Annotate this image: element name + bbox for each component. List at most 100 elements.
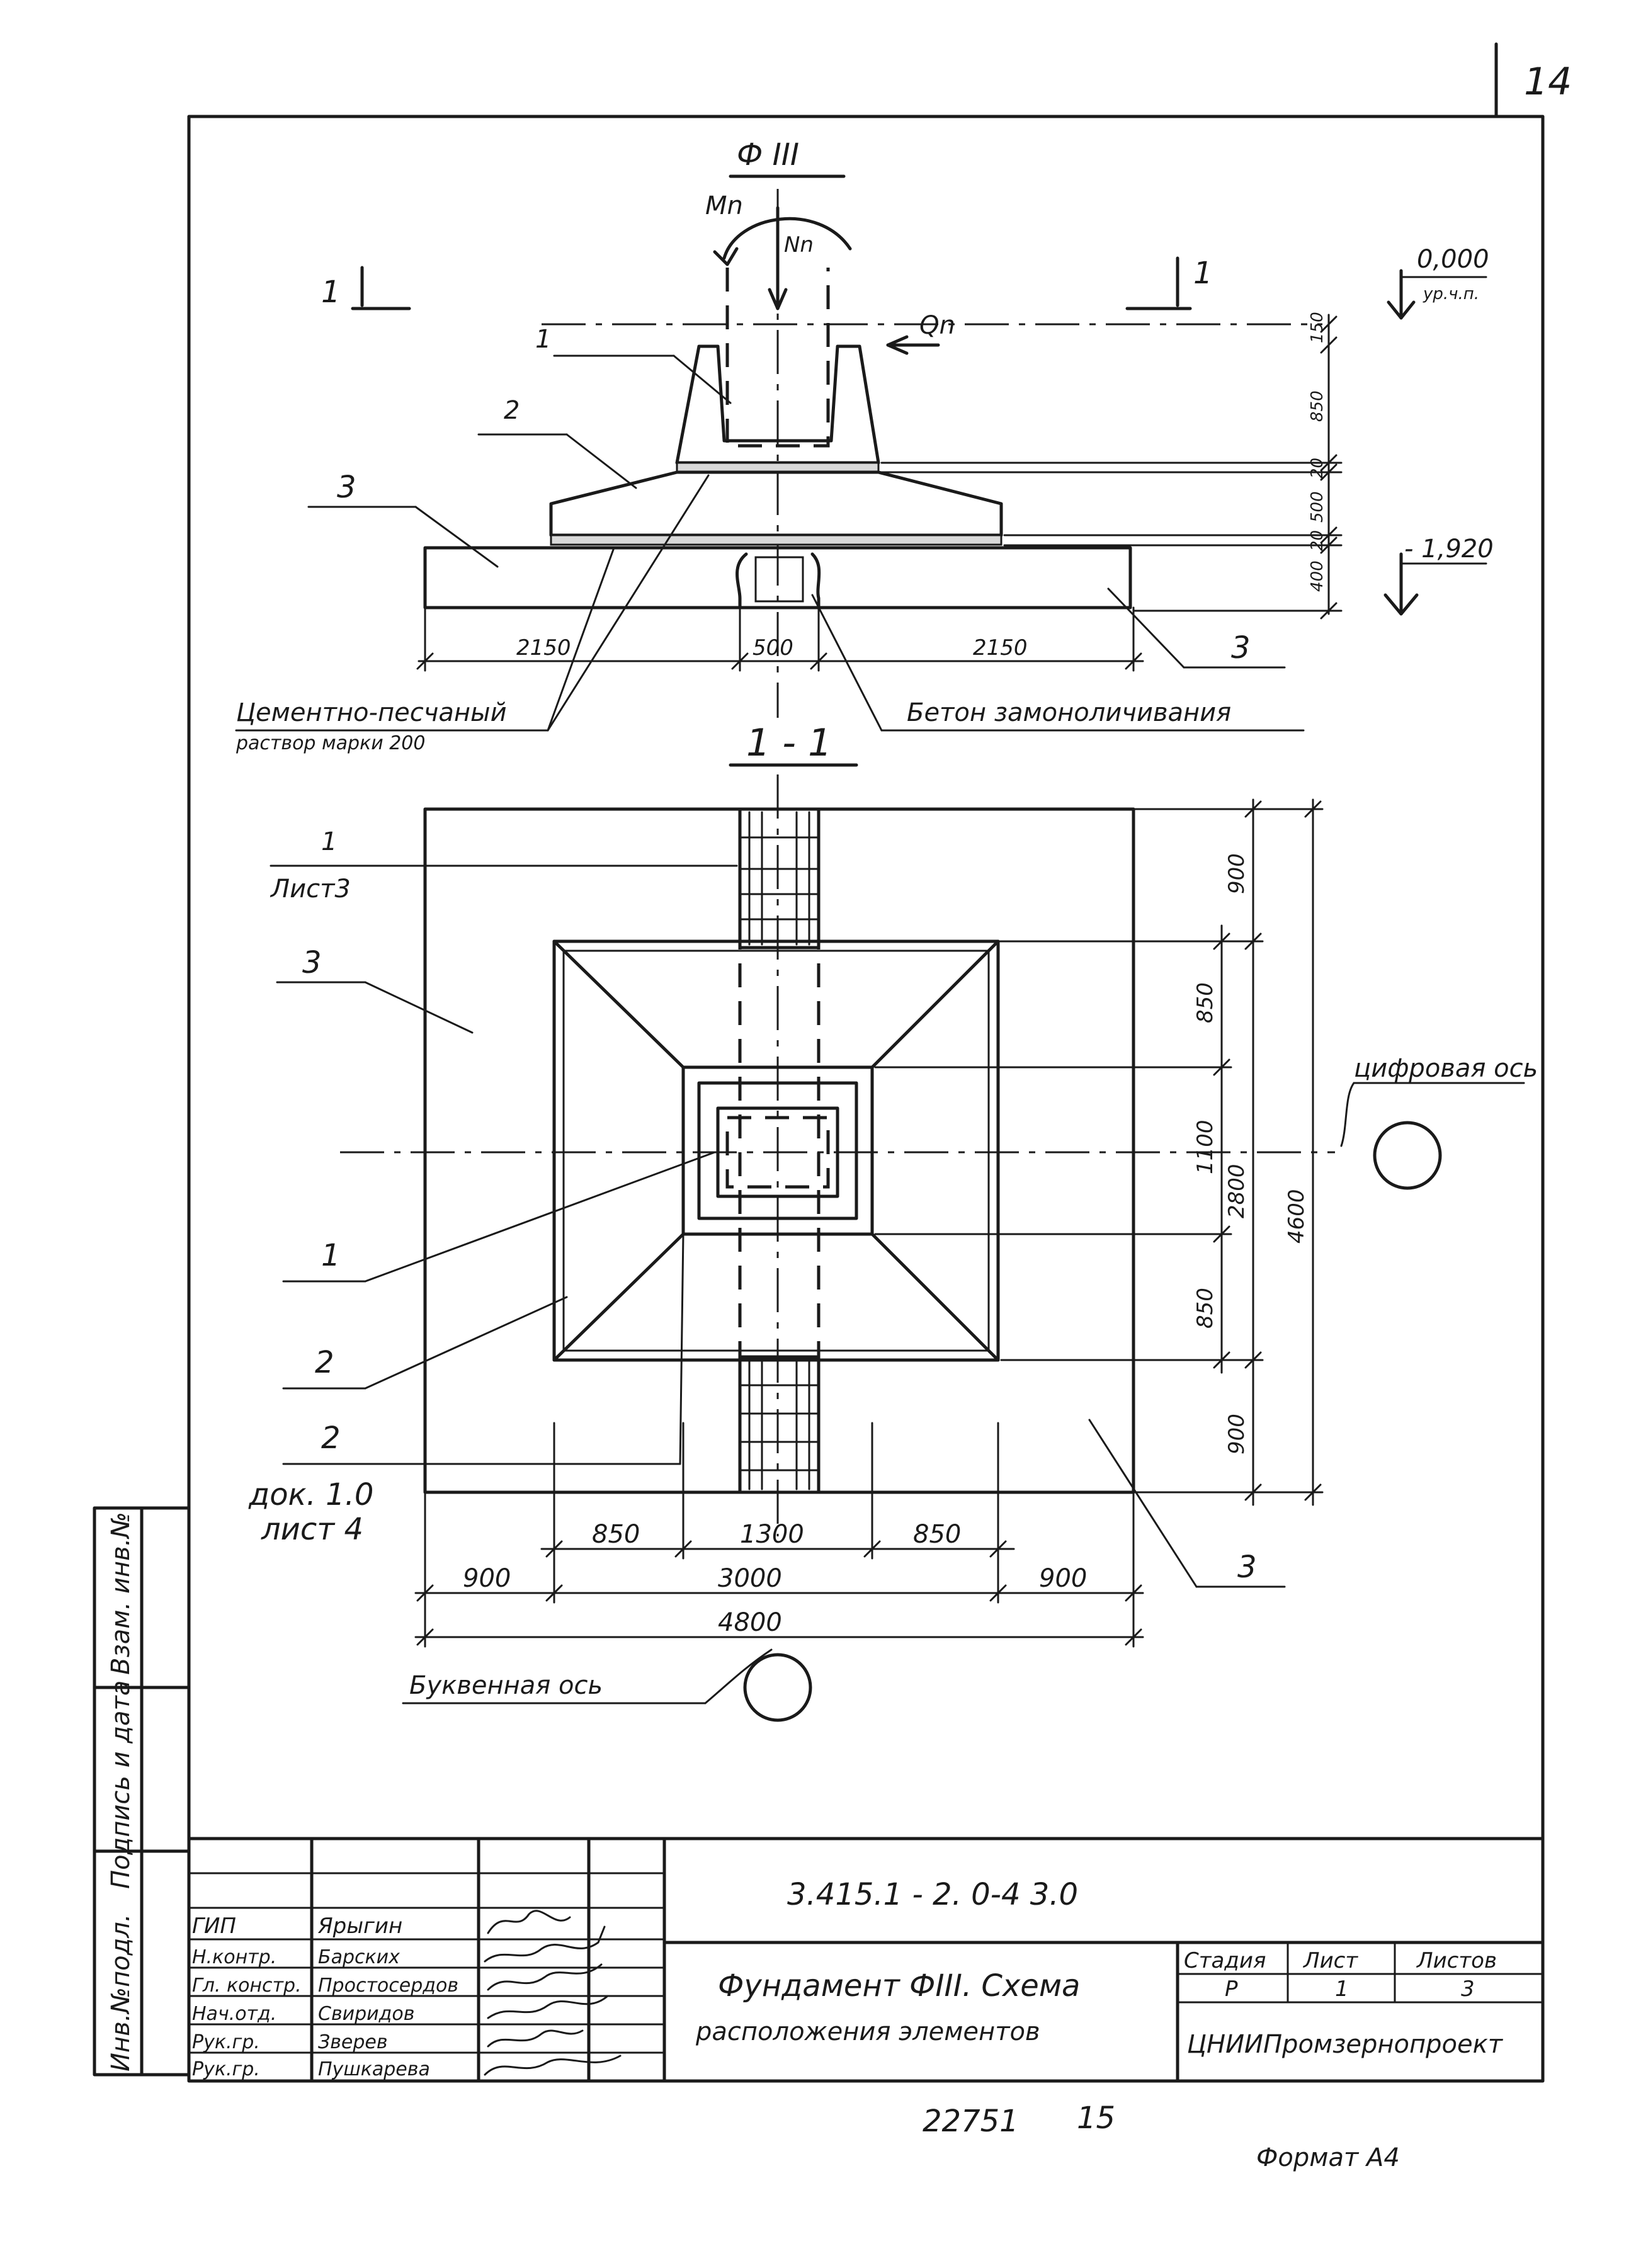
foundation-slab	[549, 470, 1003, 537]
stage-value: Р	[1225, 1976, 1238, 2002]
plan-dim-bottom-3000: 3000	[718, 1564, 782, 1593]
plan-dim-right-900-top: 900	[1224, 853, 1249, 894]
plan-column-glass	[681, 1065, 874, 1236]
note-letter-axis: Буквенная ось	[409, 1671, 603, 1700]
plan-slab-slope-sw	[552, 1232, 685, 1362]
name-prostoserdov: Простосердов	[318, 1975, 458, 1997]
digital-axis-bubble	[1373, 1121, 1442, 1190]
axial-label: Nn	[784, 232, 814, 258]
plan-leader-item3-bottom	[1088, 1419, 1198, 1588]
moment-arrowhead	[713, 247, 739, 266]
section-mark-left: 1	[321, 275, 341, 310]
elev-vertical-dim-ticks	[1320, 315, 1338, 620]
organization: ЦНИИПромзернопроект	[1187, 2030, 1504, 2059]
moment-arc	[722, 217, 852, 260]
plan-slab-slope-se	[870, 1232, 1000, 1362]
shear-arrowhead	[886, 335, 909, 355]
plan-callout-item3-bottom: 3	[1237, 1550, 1257, 1585]
plan-callout-item1: 1	[321, 1238, 341, 1273]
name-yarygin: Ярыгин	[317, 1914, 402, 1939]
elev-horizontal-dim-ticks	[416, 652, 1142, 670]
plan-foundation-slab	[552, 939, 1000, 1362]
elev-dim-400: 400	[1308, 560, 1327, 592]
sheets-label: Листов	[1416, 1948, 1497, 1973]
plan-glass-wall	[697, 1081, 858, 1220]
elev-callout-item3-right: 3	[1231, 630, 1251, 666]
elev-dim-2150-right: 2150	[973, 635, 1028, 661]
note-grout-line2: раствор марки 200	[236, 732, 425, 754]
plan-leader-item1	[364, 1151, 716, 1283]
name-pushkareva: Пушкарева	[318, 2058, 430, 2080]
sheet-number: 14	[1524, 60, 1572, 104]
format-label: Формат А4	[1256, 2143, 1400, 2172]
plan-dim-bottom-900-left: 900	[463, 1564, 511, 1593]
level-top-note: ур.ч.п.	[1423, 285, 1479, 303]
elev-leader-item3-left	[414, 506, 499, 568]
plan-glass-socket	[716, 1106, 839, 1198]
plan-horizontal-dim-ticks	[416, 1540, 1142, 1646]
note-digital-axis: цифровая ось	[1354, 1054, 1538, 1083]
plan-leader-item2	[364, 1296, 568, 1390]
plan-dim-bottom-850-left: 850	[592, 1520, 640, 1549]
elev-leader-item2	[565, 433, 637, 489]
plan-ref2-doc: док. 1.0	[248, 1477, 373, 1512]
plan-leader-item3-top	[364, 981, 474, 1034]
view-title: Ф III	[737, 137, 799, 173]
level-mark-top	[1387, 269, 1487, 320]
level-top-value: 0,000	[1417, 245, 1489, 274]
plan-ref2: 2	[321, 1420, 341, 1456]
plan-callout-item2: 2	[315, 1345, 334, 1380]
elev-dim-500-width: 500	[753, 635, 793, 661]
role-gip: ГИП	[192, 1914, 236, 1939]
name-zverev: Зверев	[318, 2031, 388, 2053]
elev-dim-850: 850	[1308, 390, 1327, 422]
role-norm-control: Н.контр.	[192, 1946, 276, 1968]
stage-label: Стадия	[1184, 1948, 1266, 1973]
note-concrete-leader	[811, 594, 883, 732]
plan-dim-bottom-1300: 1300	[740, 1520, 804, 1549]
side-stamp-signature: Подпись и дата	[106, 1681, 135, 1889]
plan-dim-right-1100: 1100	[1193, 1120, 1218, 1174]
elev-dim-150: 150	[1308, 312, 1327, 343]
elev-callout-item1: 1	[535, 325, 551, 354]
title-block-grid	[187, 1837, 1545, 2083]
plan-dim-right-850-top: 850	[1193, 982, 1218, 1023]
plan-rebar-strip-bottom	[738, 1355, 821, 1494]
plan-rebar-strip-top	[738, 807, 821, 950]
note-grout-leader-2	[547, 474, 710, 732]
plan-ref2-leader	[679, 1233, 685, 1465]
inventory-number: 22751	[923, 2104, 1019, 2139]
plan-ref1: 1	[321, 827, 337, 856]
base-plate	[423, 546, 1132, 610]
elev-callout-item3-left: 3	[337, 470, 356, 505]
column-hidden-outline	[725, 268, 830, 448]
note-grout-leader-1	[547, 547, 615, 732]
plan-slab-inner-edge	[562, 950, 990, 1352]
plan-vertical-dim-ticks	[1213, 800, 1322, 1501]
sheets-value: 3	[1461, 1976, 1475, 2002]
side-stamp-inv: Инв.№подл.	[106, 1914, 135, 2072]
column-glass	[675, 344, 880, 465]
level-bottom-value: - 1,920	[1404, 535, 1494, 564]
drawing-frame	[187, 115, 1545, 2083]
section-mark-right: 1	[1193, 256, 1213, 291]
section-title: 1 - 1	[746, 721, 832, 765]
role-dept-head: Нач.отд.	[192, 2003, 276, 2025]
grout-layer-bottom	[550, 534, 1003, 546]
name-sviridov: Свиридов	[318, 2003, 414, 2025]
title-line2: расположения элементов	[695, 2017, 1040, 2046]
elev-leader-item1	[673, 354, 732, 404]
elev-dim-20-top: 20	[1308, 458, 1327, 479]
plan-dim-right-900-bottom: 900	[1224, 1414, 1249, 1454]
elev-leader-item3-right	[1107, 587, 1185, 669]
monolithic-concrete-core	[754, 556, 804, 603]
sheet-value: 1	[1335, 1976, 1349, 2002]
monolithic-concrete	[736, 552, 821, 610]
shear-label: Qn	[919, 311, 955, 340]
title-line1: Фундамент ФIII. Схема	[718, 1968, 1080, 2004]
sheet-label: Лист	[1302, 1948, 1358, 1973]
letter-axis-leader	[704, 1648, 773, 1704]
plan-dim-bottom-4800: 4800	[718, 1608, 782, 1637]
plan-slab-slope-nw	[552, 939, 685, 1069]
side-stamp-replaced: Взам. инв.№	[106, 1512, 135, 1675]
